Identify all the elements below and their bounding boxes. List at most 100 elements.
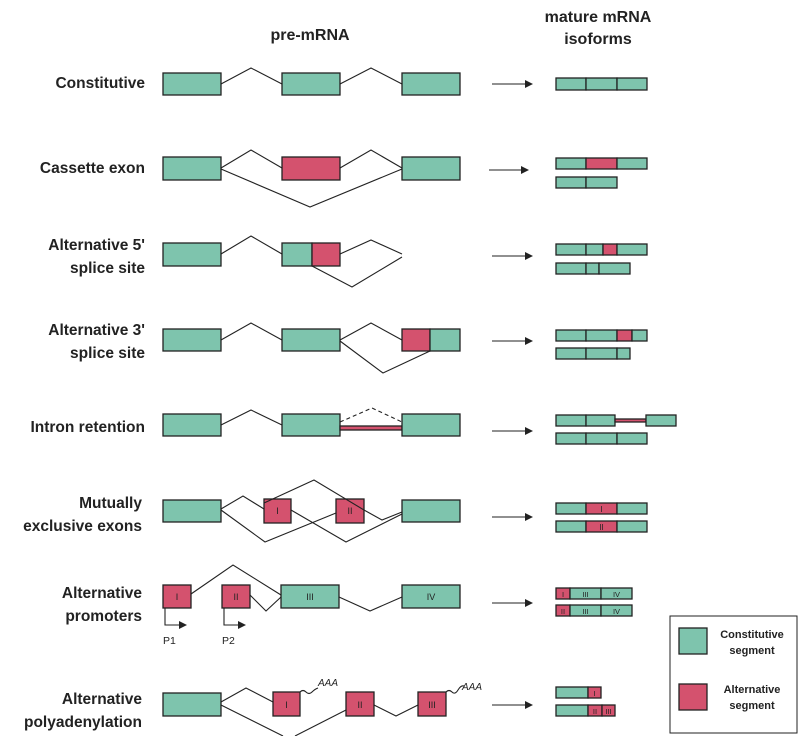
row-cassette-exon: Cassette exon xyxy=(40,149,648,208)
row-label-mutex-line1: Mutually xyxy=(79,495,142,512)
isoform-segment xyxy=(555,157,587,170)
row-label-alt5-line1: Alternative 5' xyxy=(48,237,145,254)
intron-junction xyxy=(220,67,283,85)
junction-to-ii xyxy=(220,704,284,736)
exon-alternative-iii xyxy=(417,691,447,717)
exon-constitutive xyxy=(281,72,341,96)
intron-junction xyxy=(339,322,403,341)
exon-constitutive-iii xyxy=(280,584,340,609)
exon-alternative-i xyxy=(272,691,301,717)
isoform-label: III xyxy=(582,607,588,616)
isoform-segment xyxy=(555,414,587,427)
junction-i-out xyxy=(290,509,403,543)
exon-constitutive xyxy=(281,413,341,437)
row-label-cassette: Cassette exon xyxy=(40,160,145,177)
isoform-segment xyxy=(555,704,589,717)
intron-junction xyxy=(339,67,403,85)
intron-junction xyxy=(339,149,403,169)
isoform-segment xyxy=(555,329,587,342)
row-label-polya-line2: polyadenylation xyxy=(24,714,142,731)
exon-constitutive xyxy=(401,413,461,437)
exon-constitutive xyxy=(281,242,313,267)
promoter-label-p1: P1 xyxy=(163,635,176,647)
polya-tail-i xyxy=(299,687,319,695)
exon-alternative xyxy=(401,328,431,352)
exon-label-i: I xyxy=(276,506,279,516)
alt-junction xyxy=(311,256,403,288)
row-alt-promoters: Alternative promoters I II III IV P1 P2 … xyxy=(62,564,633,647)
isoform-segment xyxy=(601,704,616,717)
isoform-retained-intron xyxy=(614,418,647,423)
junction-to-ii xyxy=(220,509,337,543)
isoform-segment xyxy=(555,262,587,275)
isoform-segment xyxy=(600,604,633,617)
intron-junction xyxy=(220,322,283,341)
isoform-label: I xyxy=(562,590,564,599)
exon-label-ii: II xyxy=(357,700,362,710)
row-alt-polyadenylation: Alternative polyadenylation I II III AAA… xyxy=(24,678,616,736)
retained-junction-dashed xyxy=(339,407,403,423)
isoform-segment xyxy=(616,520,648,533)
junction-i-iii xyxy=(190,564,282,596)
exon-constitutive xyxy=(401,156,461,181)
row-label-polya-line1: Alternative xyxy=(62,691,142,708)
isoform-segment xyxy=(631,329,648,342)
exon-constitutive xyxy=(162,242,222,267)
legend-swatch-alternative xyxy=(678,683,708,711)
junction-to-i xyxy=(220,495,265,510)
promoter-arrow-p1 xyxy=(164,608,187,629)
isoform-segment xyxy=(585,432,618,445)
isoform-segment xyxy=(616,329,633,342)
polya-tail-iii xyxy=(445,685,465,694)
exon-label-iii: III xyxy=(428,700,436,710)
row-constitutive: Constitutive xyxy=(55,67,648,96)
skip-junction xyxy=(220,168,403,208)
isoform-segment xyxy=(555,502,587,515)
exon-alternative-ii xyxy=(335,498,365,524)
exon-alternative-i xyxy=(162,584,192,609)
isoform-segment xyxy=(555,77,587,91)
exon-constitutive-iv xyxy=(401,584,461,609)
row-label-alt3-line2: splice site xyxy=(70,345,145,362)
isoform-label-i: I xyxy=(600,505,602,514)
isoform-segment xyxy=(555,432,587,445)
exon-constitutive xyxy=(401,499,461,523)
exon-alternative xyxy=(311,242,341,267)
exon-label-iii: III xyxy=(306,592,314,602)
isoform-segment xyxy=(585,176,618,189)
row-intron-retention: Intron retention xyxy=(30,407,677,445)
isoform-label: II xyxy=(593,707,597,716)
legend-label-constitutive-1: Constitutive xyxy=(720,629,784,641)
exon-constitutive xyxy=(162,413,222,437)
isoform-segment xyxy=(555,243,587,256)
promoter-label-p2: P2 xyxy=(222,635,235,647)
isoform-segment xyxy=(555,347,587,360)
isoform-segment xyxy=(600,587,633,600)
legend: Constitutive segment Alternative segment xyxy=(669,615,798,734)
intron-junction xyxy=(373,704,419,717)
junction-ii-out xyxy=(263,479,403,521)
intron-junction xyxy=(220,409,283,426)
exon-alternative xyxy=(281,156,341,181)
exon-alternative-ii xyxy=(221,584,251,609)
isoform-segment xyxy=(555,686,589,699)
isoform-segment xyxy=(585,414,616,427)
row-mutually-exclusive: Mutually exclusive exons I II I II xyxy=(23,479,648,543)
exon-alternative-ii xyxy=(345,691,375,717)
intron-junction xyxy=(338,596,403,612)
isoform-label: III xyxy=(582,590,588,599)
exon-constitutive xyxy=(429,328,461,352)
junction-ii-iii xyxy=(249,594,282,612)
row-alt-5-splice: Alternative 5' splice site xyxy=(48,235,648,288)
exon-constitutive xyxy=(162,72,222,96)
row-label-alt3-line1: Alternative 3' xyxy=(48,322,145,339)
intron-junction xyxy=(220,687,274,703)
legend-label-alternative-1: Alternative xyxy=(724,684,781,696)
isoform-segment xyxy=(585,329,618,342)
isoform-label-ii: II xyxy=(599,523,603,532)
isoform-label: IV xyxy=(613,607,620,616)
row-label-promoters-line2: promoters xyxy=(65,608,142,625)
isoform-segment xyxy=(585,243,604,256)
exon-label-iv: IV xyxy=(427,592,436,602)
